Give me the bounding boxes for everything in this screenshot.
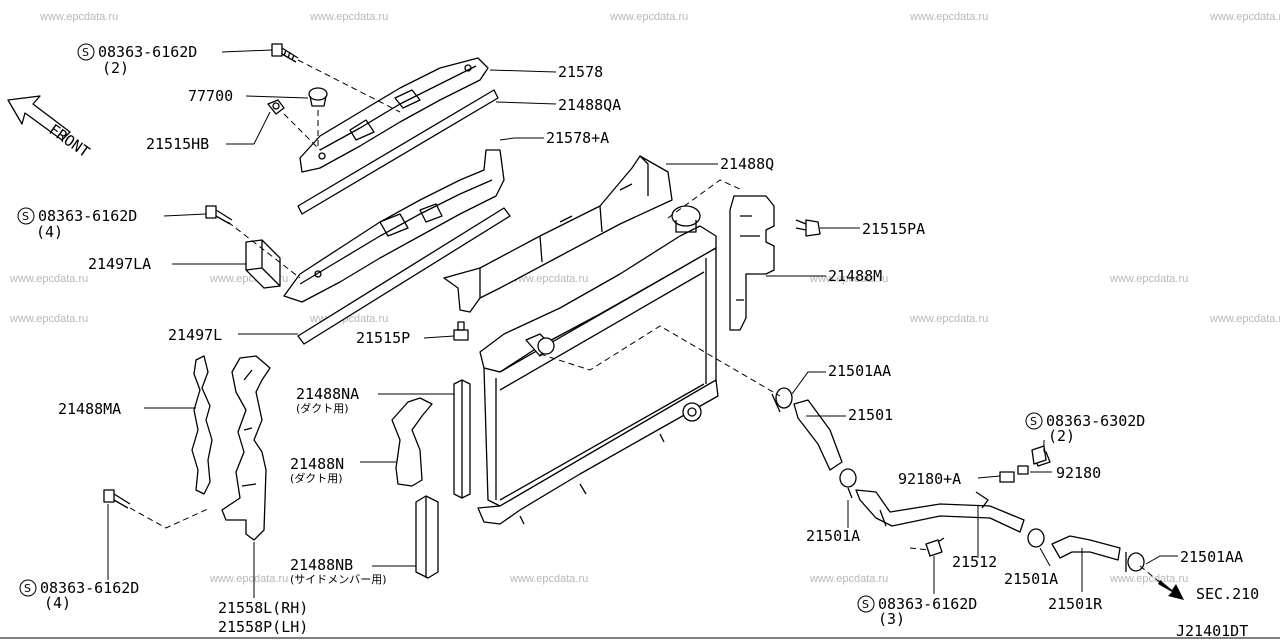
label-21488NA: 21488NA bbox=[296, 385, 359, 403]
watermark: www.epcdata.ru bbox=[9, 313, 88, 325]
bolt-icon bbox=[205, 205, 233, 225]
label-21501A: 21501A bbox=[806, 527, 860, 545]
seal-strip-21488QA bbox=[297, 89, 499, 215]
watermark: www.epcdata.ru bbox=[909, 11, 988, 23]
radiator-support-21488Q bbox=[443, 155, 673, 313]
hose-21512 bbox=[855, 489, 1025, 533]
seal-21488MA bbox=[191, 355, 213, 495]
label-21578A: 21578+A bbox=[546, 129, 609, 147]
watermark: www.epcdata.ru bbox=[1109, 273, 1188, 285]
label-21488NA-note: (ダクト用) bbox=[296, 401, 349, 415]
label-21515P: 21515P bbox=[356, 329, 410, 347]
clip-21515HB bbox=[267, 99, 285, 115]
seal-strip-21497L bbox=[297, 207, 511, 345]
upper-hose-21501 bbox=[771, 387, 857, 499]
sec-arrow bbox=[1158, 580, 1184, 600]
label-21488N: 21488N bbox=[290, 455, 344, 473]
duct-seal-21488N bbox=[391, 397, 433, 487]
watermark: www.epcdata.ru bbox=[1209, 11, 1280, 23]
watermark: www.epcdata.ru bbox=[209, 573, 288, 585]
pad-21497LA bbox=[245, 239, 281, 289]
upper-shroud-21578 bbox=[299, 57, 489, 173]
bolt-icon bbox=[925, 537, 945, 557]
label-21497L: 21497L bbox=[168, 326, 222, 344]
label-21515HB: 21515HB bbox=[146, 135, 209, 153]
label-21488NB: 21488NB bbox=[290, 556, 353, 574]
clip-21515PA bbox=[795, 219, 821, 237]
bolt-symbol: S bbox=[1030, 415, 1037, 428]
label-bolt-qty: (4) bbox=[44, 594, 71, 612]
label-21501AA: 21501AA bbox=[828, 362, 891, 380]
leader-lines bbox=[107, 49, 1178, 598]
diagram-code: J21401DT bbox=[1176, 622, 1248, 640]
front-label: FRONT bbox=[46, 121, 93, 162]
label-21497LA: 21497LA bbox=[88, 255, 151, 273]
label-21501R: 21501R bbox=[1048, 595, 1103, 613]
label-21488NB-note: (サイドメンバー用) bbox=[290, 573, 387, 586]
labels: S 08363-6162D (2) 21578 77700 21488QA 21… bbox=[0, 43, 1280, 640]
bolt-icon bbox=[103, 489, 131, 509]
assembly-lines bbox=[129, 59, 1163, 585]
label-bolt-08363-6162D: 08363-6162D bbox=[38, 207, 137, 225]
bolt-symbol: S bbox=[22, 210, 29, 223]
front-arrow: FRONT bbox=[7, 95, 93, 162]
label-21515PA: 21515PA bbox=[862, 220, 925, 238]
label-bolt-08363-6162D: 08363-6162D bbox=[40, 579, 139, 597]
grommet-21515P bbox=[453, 321, 469, 341]
lower-hose-21501R bbox=[1027, 528, 1145, 572]
label-92180: 92180 bbox=[1056, 464, 1101, 482]
label-77700: 77700 bbox=[188, 87, 233, 105]
label-bolt-qty: (2) bbox=[102, 59, 129, 77]
label-21488N-note: (ダクト用) bbox=[290, 471, 343, 485]
bolt-symbol: S bbox=[862, 598, 869, 611]
label-21488QA: 21488QA bbox=[558, 96, 621, 114]
watermark: www.epcdata.ru bbox=[309, 11, 388, 23]
bolt-symbol: S bbox=[82, 46, 89, 59]
bolt-icon bbox=[271, 43, 299, 63]
clip-77700 bbox=[308, 87, 328, 107]
label-bolt-qty: (3) bbox=[878, 610, 905, 628]
bolt-symbol: S bbox=[24, 582, 31, 595]
watermark: www.epcdata.ru bbox=[609, 11, 688, 23]
watermark: www.epcdata.ru bbox=[9, 273, 88, 285]
label-21512: 21512 bbox=[952, 553, 997, 571]
watermark: www.epcdata.ru bbox=[809, 573, 888, 585]
label-21488Q: 21488Q bbox=[720, 155, 774, 173]
label-bolt-qty: (2) bbox=[1048, 427, 1075, 445]
label-bolt-08363-6162D: 08363-6162D bbox=[878, 595, 977, 613]
label-bolt-08363-6302D: 08363-6302D bbox=[1046, 412, 1145, 430]
watermarks: www.epcdata.ru www.epcdata.ru www.epcdat… bbox=[9, 11, 1280, 585]
seal-21488NA bbox=[453, 379, 471, 499]
label-21578: 21578 bbox=[558, 63, 603, 81]
label-21501AA: 21501AA bbox=[1180, 548, 1243, 566]
radiator-core bbox=[477, 205, 719, 525]
watermark: www.epcdata.ru bbox=[39, 11, 118, 23]
watermark: www.epcdata.ru bbox=[1209, 313, 1280, 325]
watermark: www.epcdata.ru bbox=[809, 273, 888, 285]
side-bracket-21488M bbox=[729, 195, 775, 331]
label-92180A: 92180+A bbox=[898, 470, 961, 488]
watermark: www.epcdata.ru bbox=[509, 273, 588, 285]
watermark: www.epcdata.ru bbox=[909, 313, 988, 325]
watermark: www.epcdata.ru bbox=[509, 573, 588, 585]
label-21558L: 21558L(RH) bbox=[218, 599, 308, 617]
label-bolt-qty: (4) bbox=[36, 223, 63, 241]
lower-shroud-21578A bbox=[283, 149, 505, 303]
side-member-seal-21488NB bbox=[415, 495, 439, 579]
bolt-icon bbox=[1031, 445, 1047, 465]
label-21501A: 21501A bbox=[1004, 570, 1058, 588]
label-21558P: 21558P(LH) bbox=[218, 618, 308, 636]
label-21501: 21501 bbox=[848, 406, 893, 424]
watermark: www.epcdata.ru bbox=[1109, 573, 1188, 585]
side-seal-21558L bbox=[221, 355, 271, 541]
sec-label: SEC.210 bbox=[1196, 585, 1259, 603]
label-bolt-08363-6162D: 08363-6162D bbox=[98, 43, 197, 61]
label-21488MA: 21488MA bbox=[58, 400, 121, 418]
label-21488M: 21488M bbox=[828, 267, 882, 285]
